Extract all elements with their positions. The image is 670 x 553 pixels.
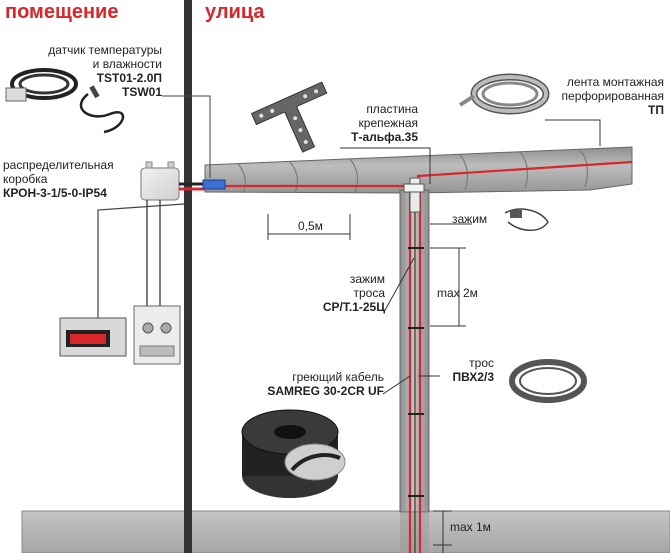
indoor-heading: помещение [5,1,119,23]
leader-lines [340,119,601,395]
perforated-tape-label: лента монтажная перфорированная ТП [561,75,664,117]
dimension-markers [267,214,466,553]
wall-clamp-image [504,208,549,231]
junction-box-image [140,161,180,201]
sensor-label: датчик температуры и влажности TST01-2.0… [48,43,162,99]
max-clamp-spacing-label: max 2м [437,286,478,300]
horizontal-gutter-pipe [204,146,633,194]
wall [184,0,192,553]
thermostat-din-unit-image [133,305,181,365]
outdoor-heading: улица [205,1,265,23]
humidity-sensor-image [79,85,125,134]
support-rope-label: трос ПВХ2/3 [452,356,494,384]
mounting-plate-label: пластина крепежная Т-альфа.35 [351,102,418,144]
perforated-tape-roll-image [458,73,550,115]
spacing-dimension-label: 0,5м [298,219,323,233]
mounting-plate-installed [409,177,421,213]
rope-clamp-label: зажим троса CP/T.1-25Ц [322,272,385,314]
heating-cable-spool-image [241,409,346,498]
rope-clamps [408,247,424,497]
steel-rope-coil-image [509,359,587,403]
max-underground-label: max 1м [450,520,491,534]
t-plate-product-image [250,81,328,153]
wall-clamp-label: зажим [452,212,488,226]
heating-cable-label: греющий кабель SAMREG 30-2CR UF [267,370,384,398]
ground [21,510,670,553]
temperature-sensor-image [5,68,78,102]
wiring [97,95,211,318]
pipe-sensor-mount [202,179,226,190]
junction-box-label: распределительная коробка КРОН-3-1/5-0-I… [3,158,114,200]
temperature-controller-image [59,317,127,357]
